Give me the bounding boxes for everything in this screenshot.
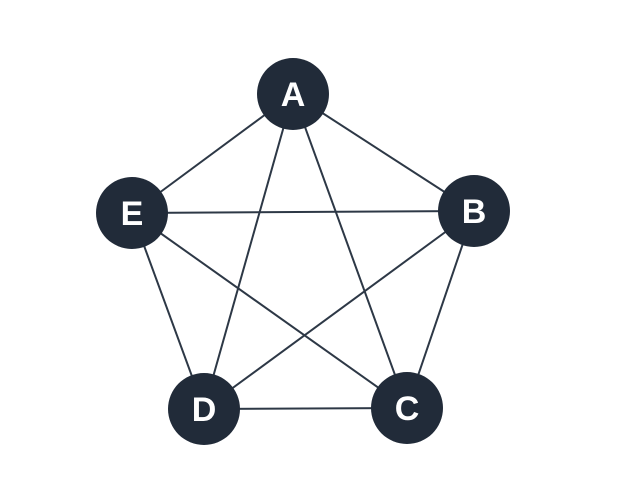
graph-edge-C-E <box>131 212 408 409</box>
graph-node-B[interactable]: B <box>438 175 510 247</box>
graph-edge-B-E <box>131 210 475 214</box>
graph-node-E[interactable]: E <box>96 177 168 249</box>
graph-node-D[interactable]: D <box>168 373 240 445</box>
graph-node-A[interactable]: A <box>257 58 329 130</box>
graph-edge-A-D <box>203 93 294 410</box>
node-circle-C[interactable] <box>371 372 443 444</box>
graph-edge-A-C <box>292 93 408 409</box>
node-circle-A[interactable] <box>257 58 329 130</box>
graph-node-C[interactable]: C <box>371 372 443 444</box>
node-circle-B[interactable] <box>438 175 510 247</box>
node-circle-E[interactable] <box>96 177 168 249</box>
graph-edge-B-D <box>203 210 475 410</box>
node-circle-D[interactable] <box>168 373 240 445</box>
